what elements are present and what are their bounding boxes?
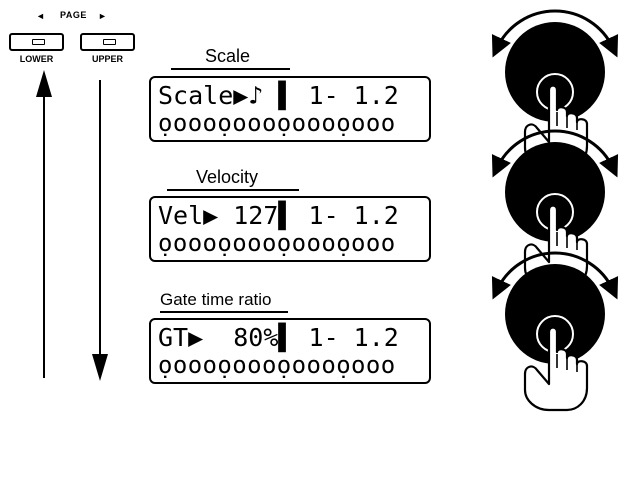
gate-time-ratio-lcd-line2: ọoooọoooọoooọooo <box>158 351 396 379</box>
velocity-lcd-line2: ọoooọoooọoooọooo <box>158 229 396 257</box>
velocity-lcd-screen: Vel▶ 127▌ 1- 1.2 ọoooọoooọoooọooo <box>149 196 431 262</box>
gate-time-ratio-title: Gate time ratio <box>160 290 272 309</box>
scale-title: Scale <box>205 46 251 66</box>
page-group-label: ◄ PAGE ► <box>22 9 142 23</box>
gate-time-ratio-lcd-screen: GT▶ 80%▌ 1- 1.2 ọoooọoooọoooọooo <box>149 318 431 384</box>
scale-lcd-screen: Scale▶♪ ▌ 1- 1.2 ọoooọoooọoooọooo <box>149 76 431 142</box>
gate-time-ratio-title-underline <box>160 311 288 313</box>
gate-time-ratio-lcd-line1: GT▶ 80%▌ 1- 1.2 <box>158 323 399 352</box>
velocity-lcd-line1: Vel▶ 127▌ 1- 1.2 <box>158 201 399 230</box>
long-up-arrow-icon <box>36 70 52 378</box>
page-upper-led-icon <box>103 39 116 45</box>
page-right-triangle-icon: ► <box>98 11 107 21</box>
scale-lcd-line2: ọoooọoooọoooọooo <box>158 109 396 137</box>
scale-lcd-line1: Scale▶♪ ▌ 1- 1.2 <box>158 81 399 110</box>
rotary-dial-with-hand-icon <box>497 253 613 410</box>
page-upper-button[interactable] <box>80 33 135 51</box>
page-lower-led-icon <box>32 39 45 45</box>
page-lower-button[interactable] <box>9 33 64 51</box>
long-down-arrow-icon <box>92 80 108 381</box>
page-lower-caption: LOWER <box>19 54 54 64</box>
page-upper-caption: UPPER <box>91 54 123 64</box>
velocity-title: Velocity <box>196 167 259 187</box>
velocity-title-underline <box>167 189 299 191</box>
page-left-triangle-icon: ◄ <box>36 11 45 21</box>
scale-title-underline <box>171 68 290 70</box>
page-label-text: PAGE <box>60 10 87 20</box>
